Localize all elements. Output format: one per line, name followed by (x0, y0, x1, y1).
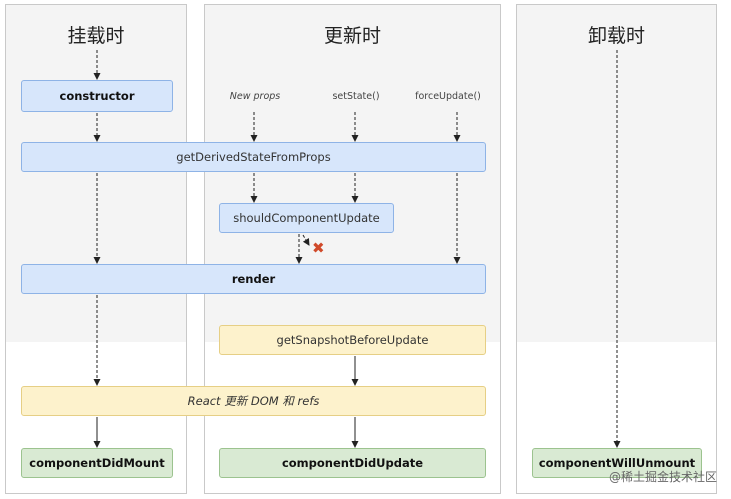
component-did-mount-node: componentDidMount (21, 448, 173, 478)
get-snapshot-node: getSnapshotBeforeUpdate (219, 325, 486, 355)
component-will-unmount-node: componentWillUnmount (532, 448, 702, 478)
watermark: @稀土掘金技术社区 (608, 470, 717, 484)
render-node: render (21, 264, 486, 294)
mount-phase-title: 挂载时 (67, 25, 125, 47)
should-component-update-node: shouldComponentUpdate (219, 203, 394, 233)
trigger-new-props: New props (229, 91, 281, 102)
reject-icon: ✖ (312, 239, 325, 257)
trigger-set-state: setState() (332, 91, 380, 102)
update-phase-title: 更新时 (323, 25, 381, 47)
component-did-update-node: componentDidUpdate (219, 448, 486, 478)
get-derived-state-node: getDerivedStateFromProps (21, 142, 486, 172)
arrow-should-rejected (302, 234, 310, 246)
constructor-node: constructor (21, 80, 173, 112)
react-update-dom-node: React 更新 DOM 和 refs (21, 386, 486, 416)
trigger-force-update: forceUpdate() (415, 91, 481, 102)
unmount-phase-title: 卸载时 (587, 25, 645, 47)
